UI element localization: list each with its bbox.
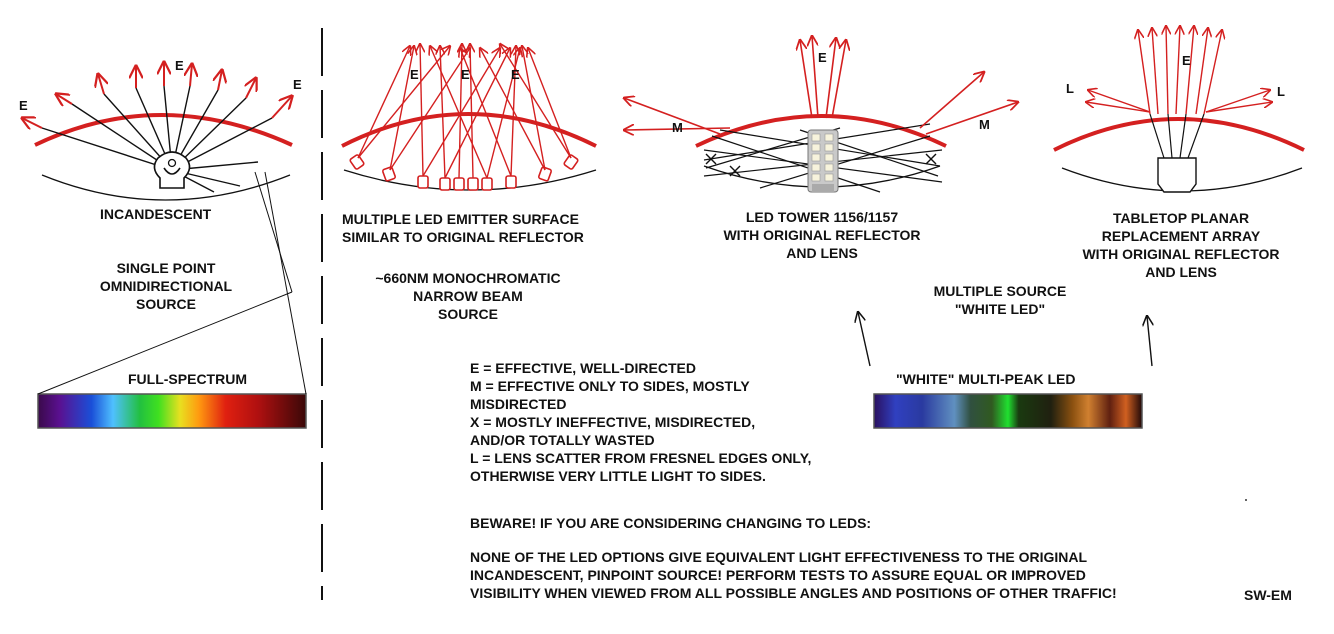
full-spectrum-label: FULL-SPECTRUM [128,371,247,387]
letter-e: E [1182,53,1191,68]
multi-emitter-title: MULTIPLE LED EMITTER SURFACE SIMILAR TO … [342,211,584,245]
incandescent-title: INCANDESCENT [100,206,212,222]
warning-text: NONE OF THE LED OPTIONS GIVE EQUIVALENT … [470,549,1117,601]
letter-e: E [511,67,520,82]
letter-e: E [461,67,470,82]
incandescent-reflector [22,62,292,201]
legend-line: L = LENS SCATTER FROM FRESNEL EDGES ONLY… [470,450,812,466]
legend-line: E = EFFECTIVE, WELL-DIRECTED [470,360,696,376]
tabletop-reflector [1053,26,1305,193]
legend-line: OTHERWISE VERY LITTLE LIGHT TO SIDES. [470,468,766,484]
letter-l: L [1066,81,1074,96]
tabletop-title: TABLETOP PLANAR REPLACEMENT ARRAY WITH O… [1082,210,1280,280]
letter-l: L [1277,84,1285,99]
led-tower-title: LED TOWER 1156/1157 WITH ORIGINAL REFLEC… [723,209,921,261]
legend-line: M = EFFECTIVE ONLY TO SIDES, MOSTLY [470,378,750,394]
letter-m: M [672,120,683,135]
multi-emitter-description: ~660NM MONOCHROMATIC NARROW BEAM SOURCE [375,270,561,322]
pointer-arrows [858,312,1152,367]
warning-heading: BEWARE! IF YOU ARE CONSIDERING CHANGING … [470,515,872,531]
full-spectrum-leader [37,171,307,395]
legend: E = EFFECTIVE, WELL-DIRECTED M = EFFECTI… [470,359,811,485]
white-led-spectrum-label: "WHITE" MULTI-PEAK LED [896,371,1076,387]
letter-e: E [410,67,419,82]
full-spectrum-bar [37,393,307,429]
multiple-source-label: MULTIPLE SOURCE "WHITE LED" [933,283,1067,317]
legend-line: MISDIRECTED [470,396,567,412]
incandescent-description: SINGLE POINT OMNIDIRECTIONAL SOURCE [99,260,233,312]
legend-line: X = MOSTLY INEFFECTIVE, MISDIRECTED, [470,414,756,430]
legend-line: AND/OR TOTALLY WASTED [470,432,655,448]
letter-m: M [979,117,990,132]
letter-e: E [818,50,827,65]
letter-e: E [19,98,28,113]
letter-e: E [175,58,184,73]
stray-dot [1245,499,1247,501]
white-led-spectrum-bar [873,393,1143,429]
multi-emitter-reflector [341,44,597,191]
signature: SW-EM [1244,587,1292,603]
letter-e: E [293,77,302,92]
led-tower-reflector [624,36,1018,193]
